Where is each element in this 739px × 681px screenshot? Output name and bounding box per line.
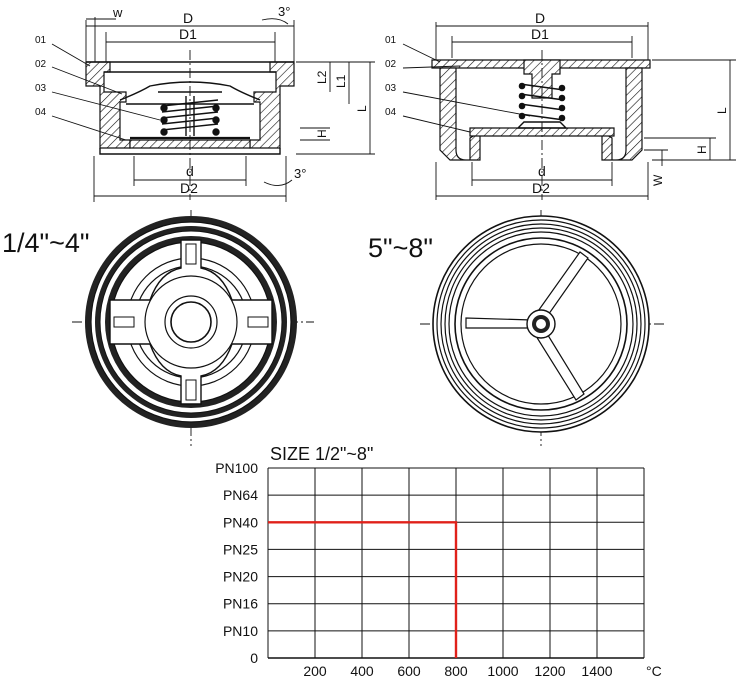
left-dim-L2: L2 bbox=[315, 70, 329, 84]
chart-x-unit: °C bbox=[646, 663, 662, 679]
right-callout-04: 04 bbox=[385, 107, 397, 118]
left-dim-L: L bbox=[355, 105, 369, 112]
right-size-label: 5"~8" bbox=[368, 233, 433, 263]
left-angle-bottom: 3° bbox=[294, 166, 306, 181]
left-dim-D1: D1 bbox=[179, 26, 197, 42]
left-body-wall-right bbox=[249, 61, 295, 149]
y-tick-label: PN10 bbox=[223, 623, 258, 639]
x-tick-label: 200 bbox=[303, 663, 327, 679]
left-callout-01: 01 bbox=[35, 35, 47, 46]
x-tick-label: 1400 bbox=[581, 663, 612, 679]
right-front-view: 5"~8" bbox=[368, 210, 664, 446]
left-dim-D: D bbox=[183, 10, 193, 26]
left-dim-w: w bbox=[112, 5, 123, 20]
right-wall-left bbox=[439, 67, 481, 161]
left-dim-L1: L1 bbox=[334, 74, 348, 88]
left-front-view: 1/4"~4" bbox=[2, 210, 314, 446]
y-tick-label: PN16 bbox=[223, 596, 258, 612]
right-dim-d: d bbox=[538, 163, 546, 179]
left-dim-d: d bbox=[186, 163, 194, 179]
left-body-wall-left bbox=[85, 61, 131, 149]
y-tick-label: PN100 bbox=[215, 460, 258, 476]
x-tick-label: 600 bbox=[397, 663, 421, 679]
x-tick-label: 800 bbox=[444, 663, 468, 679]
right-callout-03: 03 bbox=[385, 83, 397, 94]
x-tick-label: 1200 bbox=[534, 663, 565, 679]
left-size-label: 1/4"~4" bbox=[2, 228, 90, 258]
x-tick-label: 400 bbox=[350, 663, 374, 679]
y-tick-label: PN64 bbox=[223, 487, 258, 503]
y-tick-label: PN25 bbox=[223, 541, 258, 557]
right-dim-L: L bbox=[715, 107, 729, 114]
right-dim-D: D bbox=[535, 10, 545, 26]
limit-polyline bbox=[268, 521, 458, 658]
right-wall-right bbox=[601, 67, 643, 161]
left-section-view: w D D1 3° bbox=[35, 4, 375, 202]
y-tick-label: PN20 bbox=[223, 569, 258, 585]
left-dim-D2: D2 bbox=[180, 180, 198, 196]
right-section-view: D D1 bbox=[385, 10, 736, 200]
right-callout-02: 02 bbox=[385, 59, 397, 70]
chart-limit-line bbox=[268, 521, 458, 658]
right-dim-D2: D2 bbox=[532, 180, 550, 196]
y-tick-label: PN40 bbox=[223, 514, 258, 530]
left-callout-04: 04 bbox=[35, 107, 47, 118]
right-dim-H: H bbox=[695, 145, 709, 154]
right-dim-D1: D1 bbox=[531, 26, 549, 42]
y-tick-label: 0 bbox=[250, 650, 258, 666]
left-callout-02: 02 bbox=[35, 59, 47, 70]
right-dim-W: W bbox=[651, 174, 665, 186]
left-callout-03: 03 bbox=[35, 83, 47, 94]
chart-y-labels: 0 PN10 PN16 PN20 PN25 PN40 PN64 PN100 bbox=[215, 460, 258, 666]
chart-x-labels: 200 400 600 800 1000 1200 1400 bbox=[303, 663, 612, 679]
pressure-temperature-chart: SIZE 1/2"~8" 0 PN10 PN16 PN20 PN25 PN40 PN64 PN… bbox=[215, 444, 662, 679]
left-dim-H: H bbox=[315, 129, 329, 138]
x-tick-label: 1000 bbox=[487, 663, 518, 679]
left-angle-top: 3° bbox=[278, 4, 290, 19]
right-callout-01: 01 bbox=[385, 35, 397, 46]
chart-title: SIZE 1/2"~8" bbox=[270, 444, 373, 464]
